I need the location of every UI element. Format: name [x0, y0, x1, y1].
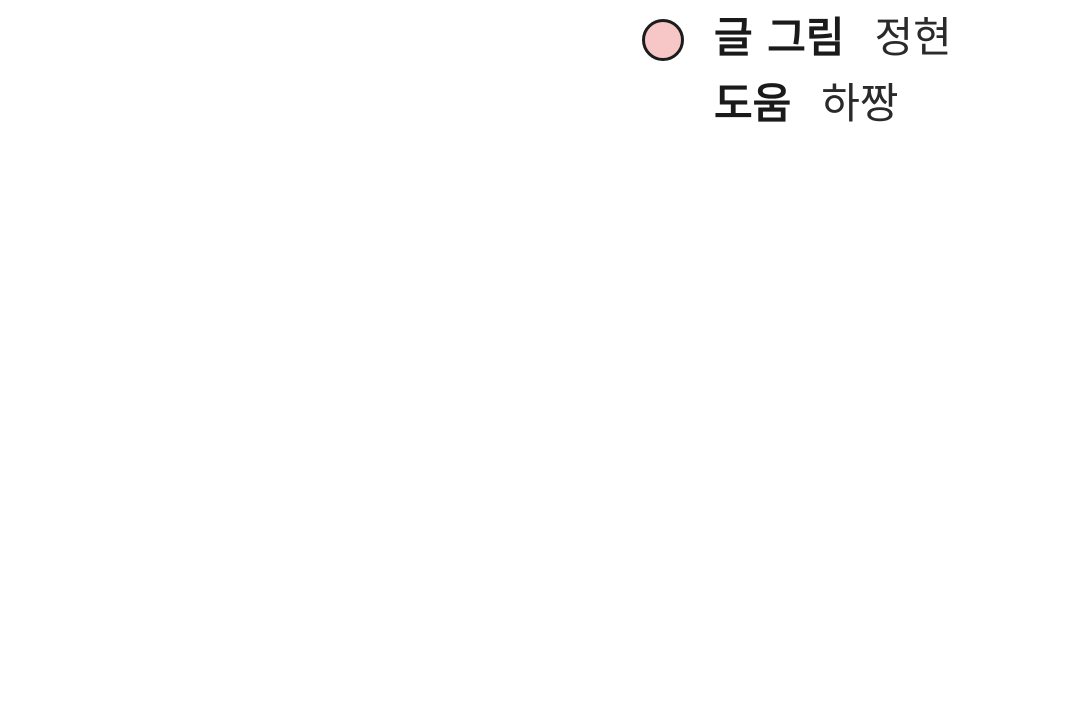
credit-line-writer-artist: 글 그림 정현: [714, 12, 952, 64]
credits-block: 글 그림 정현 도움 하짱: [640, 6, 1060, 136]
credit-role-assistant: 도움: [714, 79, 792, 128]
credit-line-assistant: 도움 하짱: [714, 78, 899, 130]
credit-role-writer-artist: 글 그림: [714, 13, 845, 62]
credit-name-writer-artist: 정현: [874, 13, 952, 62]
credit-name-assistant: 하짱: [821, 79, 899, 128]
pink-circle-icon: [642, 19, 684, 61]
